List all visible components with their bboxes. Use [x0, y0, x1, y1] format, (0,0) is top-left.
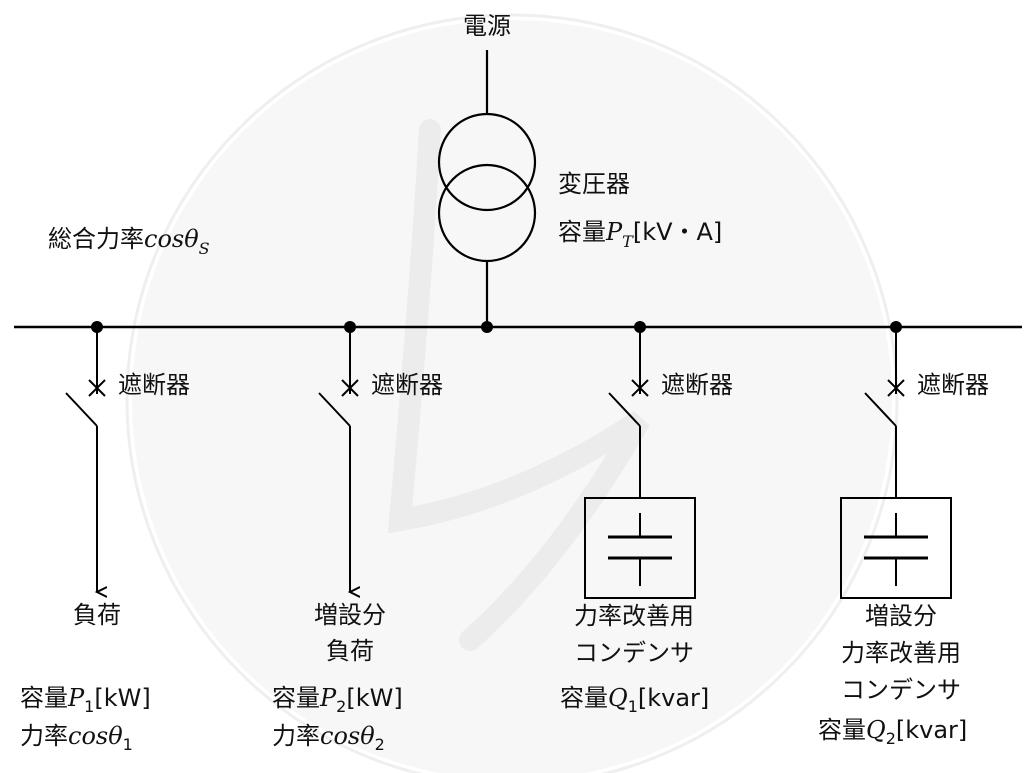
load-1-pf-func: cos	[68, 722, 108, 750]
load-2-power-factor: 力率cosθ2	[272, 722, 385, 754]
breaker-label-3: 遮断器	[661, 371, 733, 399]
breaker-label-2: 遮断器	[371, 371, 443, 399]
capacitor-1-capacity: 容量Q1[kvar]	[560, 684, 709, 716]
breaker-symbol	[864, 379, 905, 427]
overall-pf-var: θ	[184, 225, 199, 253]
capacitor-2-name-line1: 増設分	[865, 602, 937, 630]
capacitor-2-name-line2: 力率改善用	[841, 639, 961, 667]
capacitor-2-capacity: 容量Q2[kvar]	[818, 716, 967, 748]
load-2-capacity-unit: [kW]	[346, 684, 402, 712]
load-1-pf-prefix: 力率	[20, 722, 68, 750]
overall-power-factor: 総合力率cosθS	[48, 225, 210, 258]
load-1-pf-var: θ	[108, 722, 123, 750]
capacitor-2-name-line3: コンデンサ	[841, 676, 961, 704]
transformer-name: 変圧器	[558, 170, 630, 198]
feeder-load-1	[65, 327, 106, 592]
capacitor-2-capacity-unit: [kvar]	[896, 716, 967, 744]
feeder-load-2	[318, 327, 359, 592]
capacitor-1-capacity-unit: [kvar]	[638, 684, 709, 712]
load-2-pf-var: θ	[360, 722, 375, 750]
capacitor-symbol	[584, 497, 696, 599]
load-2-pf-sub: 2	[375, 735, 385, 754]
breaker-symbol	[65, 379, 106, 427]
load-1-capacity-sub: 1	[84, 697, 94, 716]
breaker-label-1: 遮断器	[118, 371, 190, 399]
capacitor-2-capacity-prefix: 容量	[818, 716, 866, 744]
overall-pf-prefix: 総合力率	[48, 225, 144, 253]
capacitor-1-name-line2: コンデンサ	[574, 639, 694, 667]
feeder-capacitor-2	[840, 327, 952, 599]
breaker-symbol	[318, 379, 359, 427]
capacitor-1-capacity-sub: 1	[628, 697, 638, 716]
transformer-capacity: 容量PT[kV・A]	[558, 218, 722, 251]
load-2-pf-func: cos	[320, 722, 360, 750]
transformer-capacity-sub: T	[622, 232, 634, 251]
load-1-capacity-unit: [kW]	[94, 684, 150, 712]
load-2-pf-prefix: 力率	[272, 722, 320, 750]
load-1-capacity-prefix: 容量	[20, 684, 68, 712]
power-source-label: 電源	[463, 12, 511, 40]
load-2-capacity-var: P	[319, 684, 337, 712]
transformer-capacity-prefix: 容量	[558, 218, 606, 246]
load-1-name: 負荷	[73, 601, 121, 629]
load-1-pf-sub: 1	[123, 735, 133, 754]
load-2-capacity-sub: 2	[336, 697, 346, 716]
overall-pf-func: cos	[144, 225, 184, 253]
load-2-capacity-prefix: 容量	[272, 684, 320, 712]
capacitor-1-capacity-var: Q	[608, 684, 628, 712]
transformer-capacity-unit: [kV・A]	[633, 218, 722, 246]
load-1-power-factor: 力率cosθ1	[20, 722, 133, 754]
load-1-capacity: 容量P1[kW]	[20, 684, 151, 716]
feeder-capacitor-1	[584, 327, 696, 599]
capacitor-symbol	[840, 497, 952, 599]
load-2-capacity: 容量P2[kW]	[272, 684, 403, 716]
breaker-label-4: 遮断器	[917, 371, 989, 399]
transformer-capacity-var: P	[605, 218, 623, 246]
breaker-symbol	[608, 379, 649, 427]
watermark	[125, 13, 899, 773]
overall-pf-sub: S	[199, 239, 210, 258]
load-2-name-line2: 負荷	[326, 637, 374, 665]
load-2-name-line1: 増設分	[314, 601, 386, 629]
load-1-capacity-var: P	[67, 684, 85, 712]
capacitor-1-name-line1: 力率改善用	[574, 602, 694, 630]
capacitor-2-capacity-var: Q	[866, 716, 886, 744]
capacitor-2-capacity-sub: 2	[886, 729, 896, 748]
capacitor-1-capacity-prefix: 容量	[560, 684, 608, 712]
